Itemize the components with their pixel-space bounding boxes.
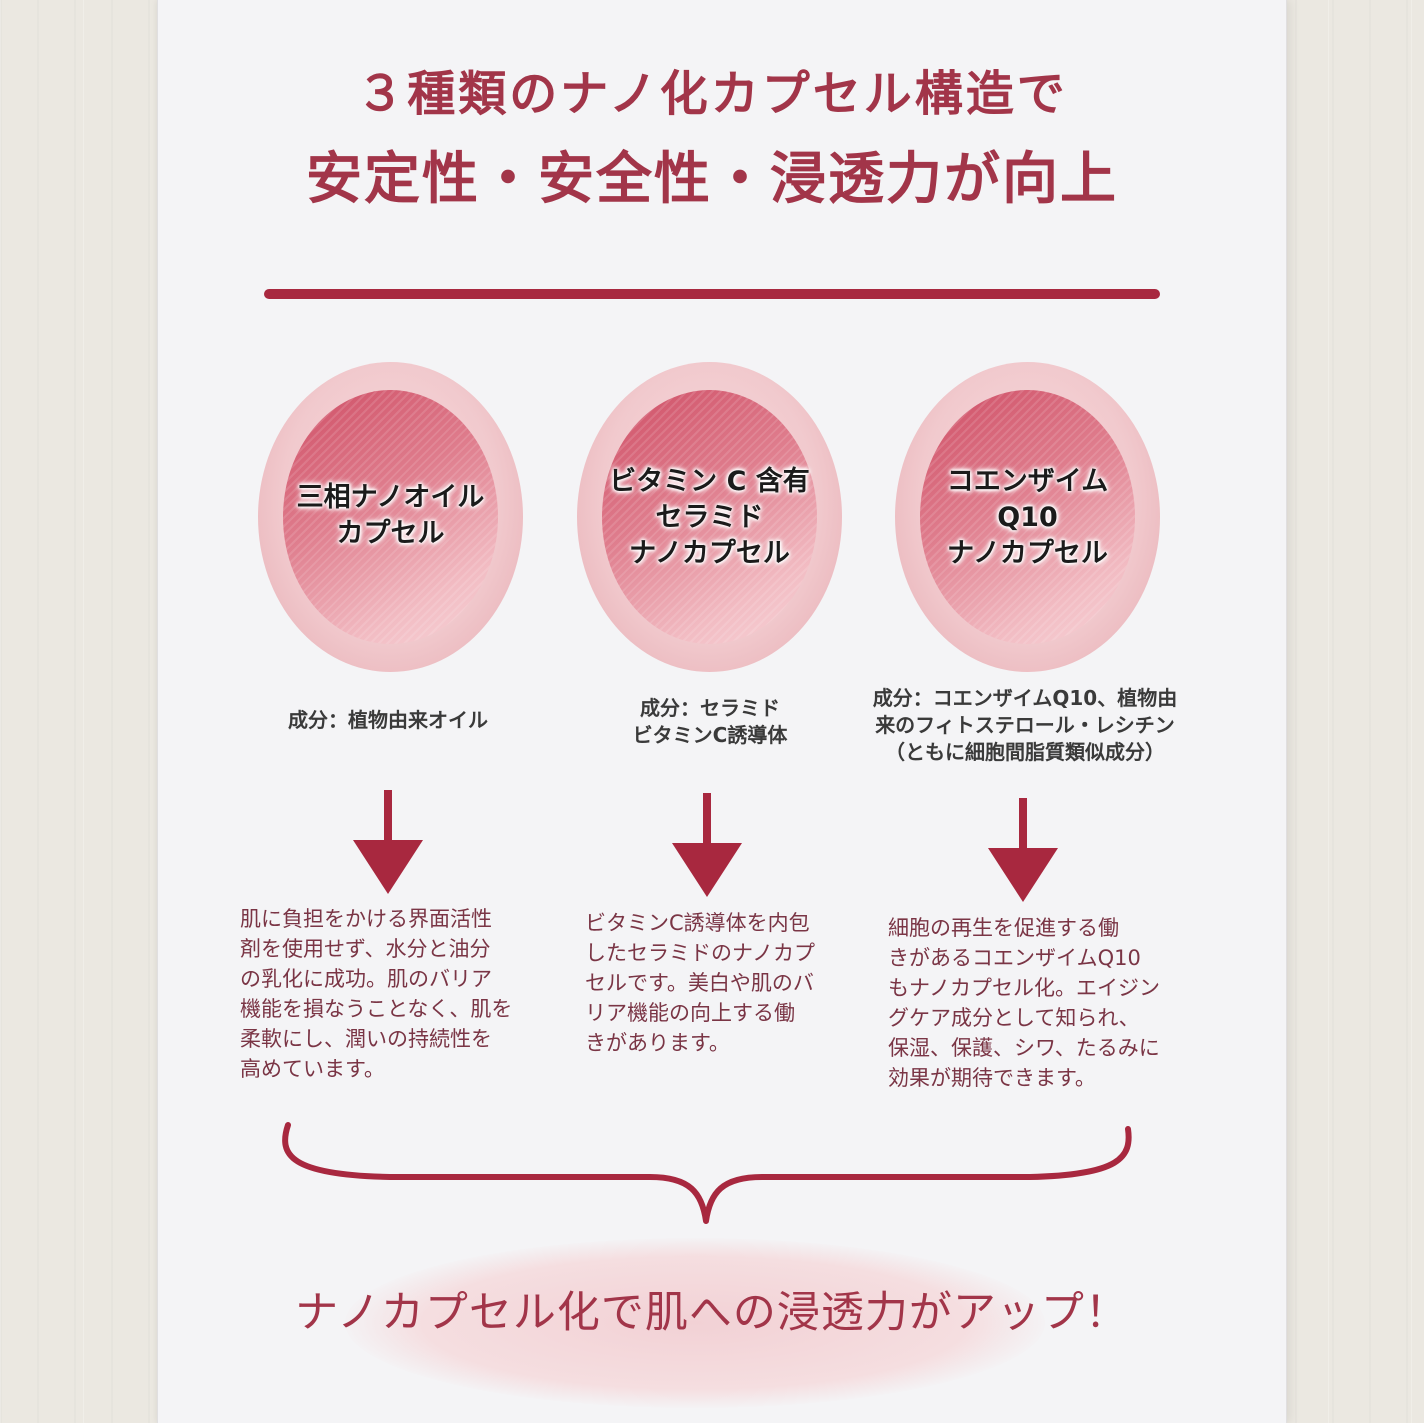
capsule-label-line: セラミド bbox=[655, 502, 764, 533]
description-1: 肌に負担をかける界面活性 剤を使用せず、水分と油分 の乳化に成功。肌のバリア 機… bbox=[240, 904, 512, 1084]
ingredient-line: 成分：セラミド bbox=[640, 696, 780, 720]
description-line: きがあるコエンザイムQ10 bbox=[888, 946, 1141, 970]
description-line: きがあります。 bbox=[585, 1031, 730, 1055]
capsule-core-2 bbox=[602, 390, 817, 644]
capsule-label-line: ビタミン C 含有 bbox=[609, 466, 810, 497]
capsule-label-1: 三相ナノオイル カプセル bbox=[258, 480, 523, 552]
capsule-label-line: ナノカプセル bbox=[629, 538, 790, 569]
capsule-core-3 bbox=[920, 390, 1135, 644]
capsule-label-line: Q10 bbox=[997, 502, 1058, 533]
description-line: 高めています。 bbox=[240, 1057, 385, 1081]
capsule-label-2: ビタミン C 含有 セラミド ナノカプセル bbox=[577, 464, 842, 572]
ingredient-line: ビタミンC誘導体 bbox=[632, 723, 788, 747]
description-line: 肌に負担をかける界面活性 bbox=[240, 907, 492, 931]
ingredient-3: 成分：コエンザイムQ10、植物由 来のフィトステロール・レシチン （ともに細胞間… bbox=[855, 685, 1195, 766]
capsule-label-3: コエンザイム Q10 ナノカプセル bbox=[895, 464, 1160, 572]
capsule-label-line: カプセル bbox=[336, 518, 445, 549]
capsule-label-line: ナノカプセル bbox=[947, 538, 1108, 569]
description-line: もナノカプセル化。エイジン bbox=[888, 976, 1160, 1000]
divider-rule bbox=[264, 289, 1160, 299]
description-line: 細胞の再生を促進する働 bbox=[888, 916, 1119, 940]
highlight-ellipse bbox=[345, 1238, 1045, 1408]
description-line: したセラミドのナノカプ bbox=[585, 941, 815, 965]
ingredient-line: 成分：コエンザイムQ10、植物由 bbox=[872, 686, 1178, 710]
capsule-core-1 bbox=[283, 390, 498, 644]
ingredient-1: 成分：植物由来オイル bbox=[268, 707, 508, 734]
ingredient-line: （ともに細胞間脂質類似成分） bbox=[885, 740, 1165, 764]
description-line: の乳化に成功。肌のバリア bbox=[240, 967, 492, 991]
description-line: グケア成分として知られ、 bbox=[888, 1006, 1140, 1030]
ingredient-line: 来のフィトステロール・レシチン bbox=[875, 713, 1175, 737]
description-line: 機能を損なうことなく、肌を bbox=[240, 997, 513, 1021]
capsule-label-line: 三相ナノオイル bbox=[296, 482, 485, 513]
description-line: 効果が期待できます。 bbox=[888, 1066, 1096, 1090]
conclusion-text: ナノカプセル化で肌への浸透力がアップ！ bbox=[295, 1288, 1129, 1338]
ingredient-line: 成分：植物由来オイル bbox=[288, 708, 488, 732]
capsule-circle-2: ビタミン C 含有 セラミド ナノカプセル bbox=[577, 362, 842, 672]
capsule-circle-3: コエンザイム Q10 ナノカプセル bbox=[895, 362, 1160, 672]
down-arrow-icon-2 bbox=[672, 793, 742, 897]
description-line: セルです。美白や肌のバ bbox=[585, 971, 814, 995]
down-arrow-icon-1 bbox=[353, 790, 423, 894]
description-line: 剤を使用せず、水分と油分 bbox=[240, 937, 491, 961]
description-line: 柔軟にし、潤いの持続性を bbox=[240, 1027, 492, 1051]
headline-line-2: 安定性・安全性・浸透力が向上 bbox=[306, 146, 1118, 212]
ingredient-2: 成分：セラミド ビタミンC誘導体 bbox=[590, 695, 830, 749]
capsule-label-line: コエンザイム bbox=[946, 466, 1109, 497]
description-line: 保湿、保護、シワ、たるみに bbox=[888, 1036, 1160, 1060]
curly-brace-icon bbox=[282, 1122, 1132, 1224]
description-3: 細胞の再生を促進する働 きがあるコエンザイムQ10 もナノカプセル化。エイジン … bbox=[888, 913, 1160, 1093]
description-line: ビタミンC誘導体を内包 bbox=[585, 911, 810, 935]
description-line: リア機能の向上する働 bbox=[585, 1001, 795, 1025]
headline-line-1: ３種類のナノ化カプセル構造で bbox=[356, 66, 1068, 122]
down-arrow-icon-3 bbox=[988, 798, 1058, 902]
description-2: ビタミンC誘導体を内包 したセラミドのナノカプ セルです。美白や肌のバ リア機能… bbox=[585, 908, 815, 1058]
capsule-circle-1: 三相ナノオイル カプセル bbox=[258, 362, 523, 672]
